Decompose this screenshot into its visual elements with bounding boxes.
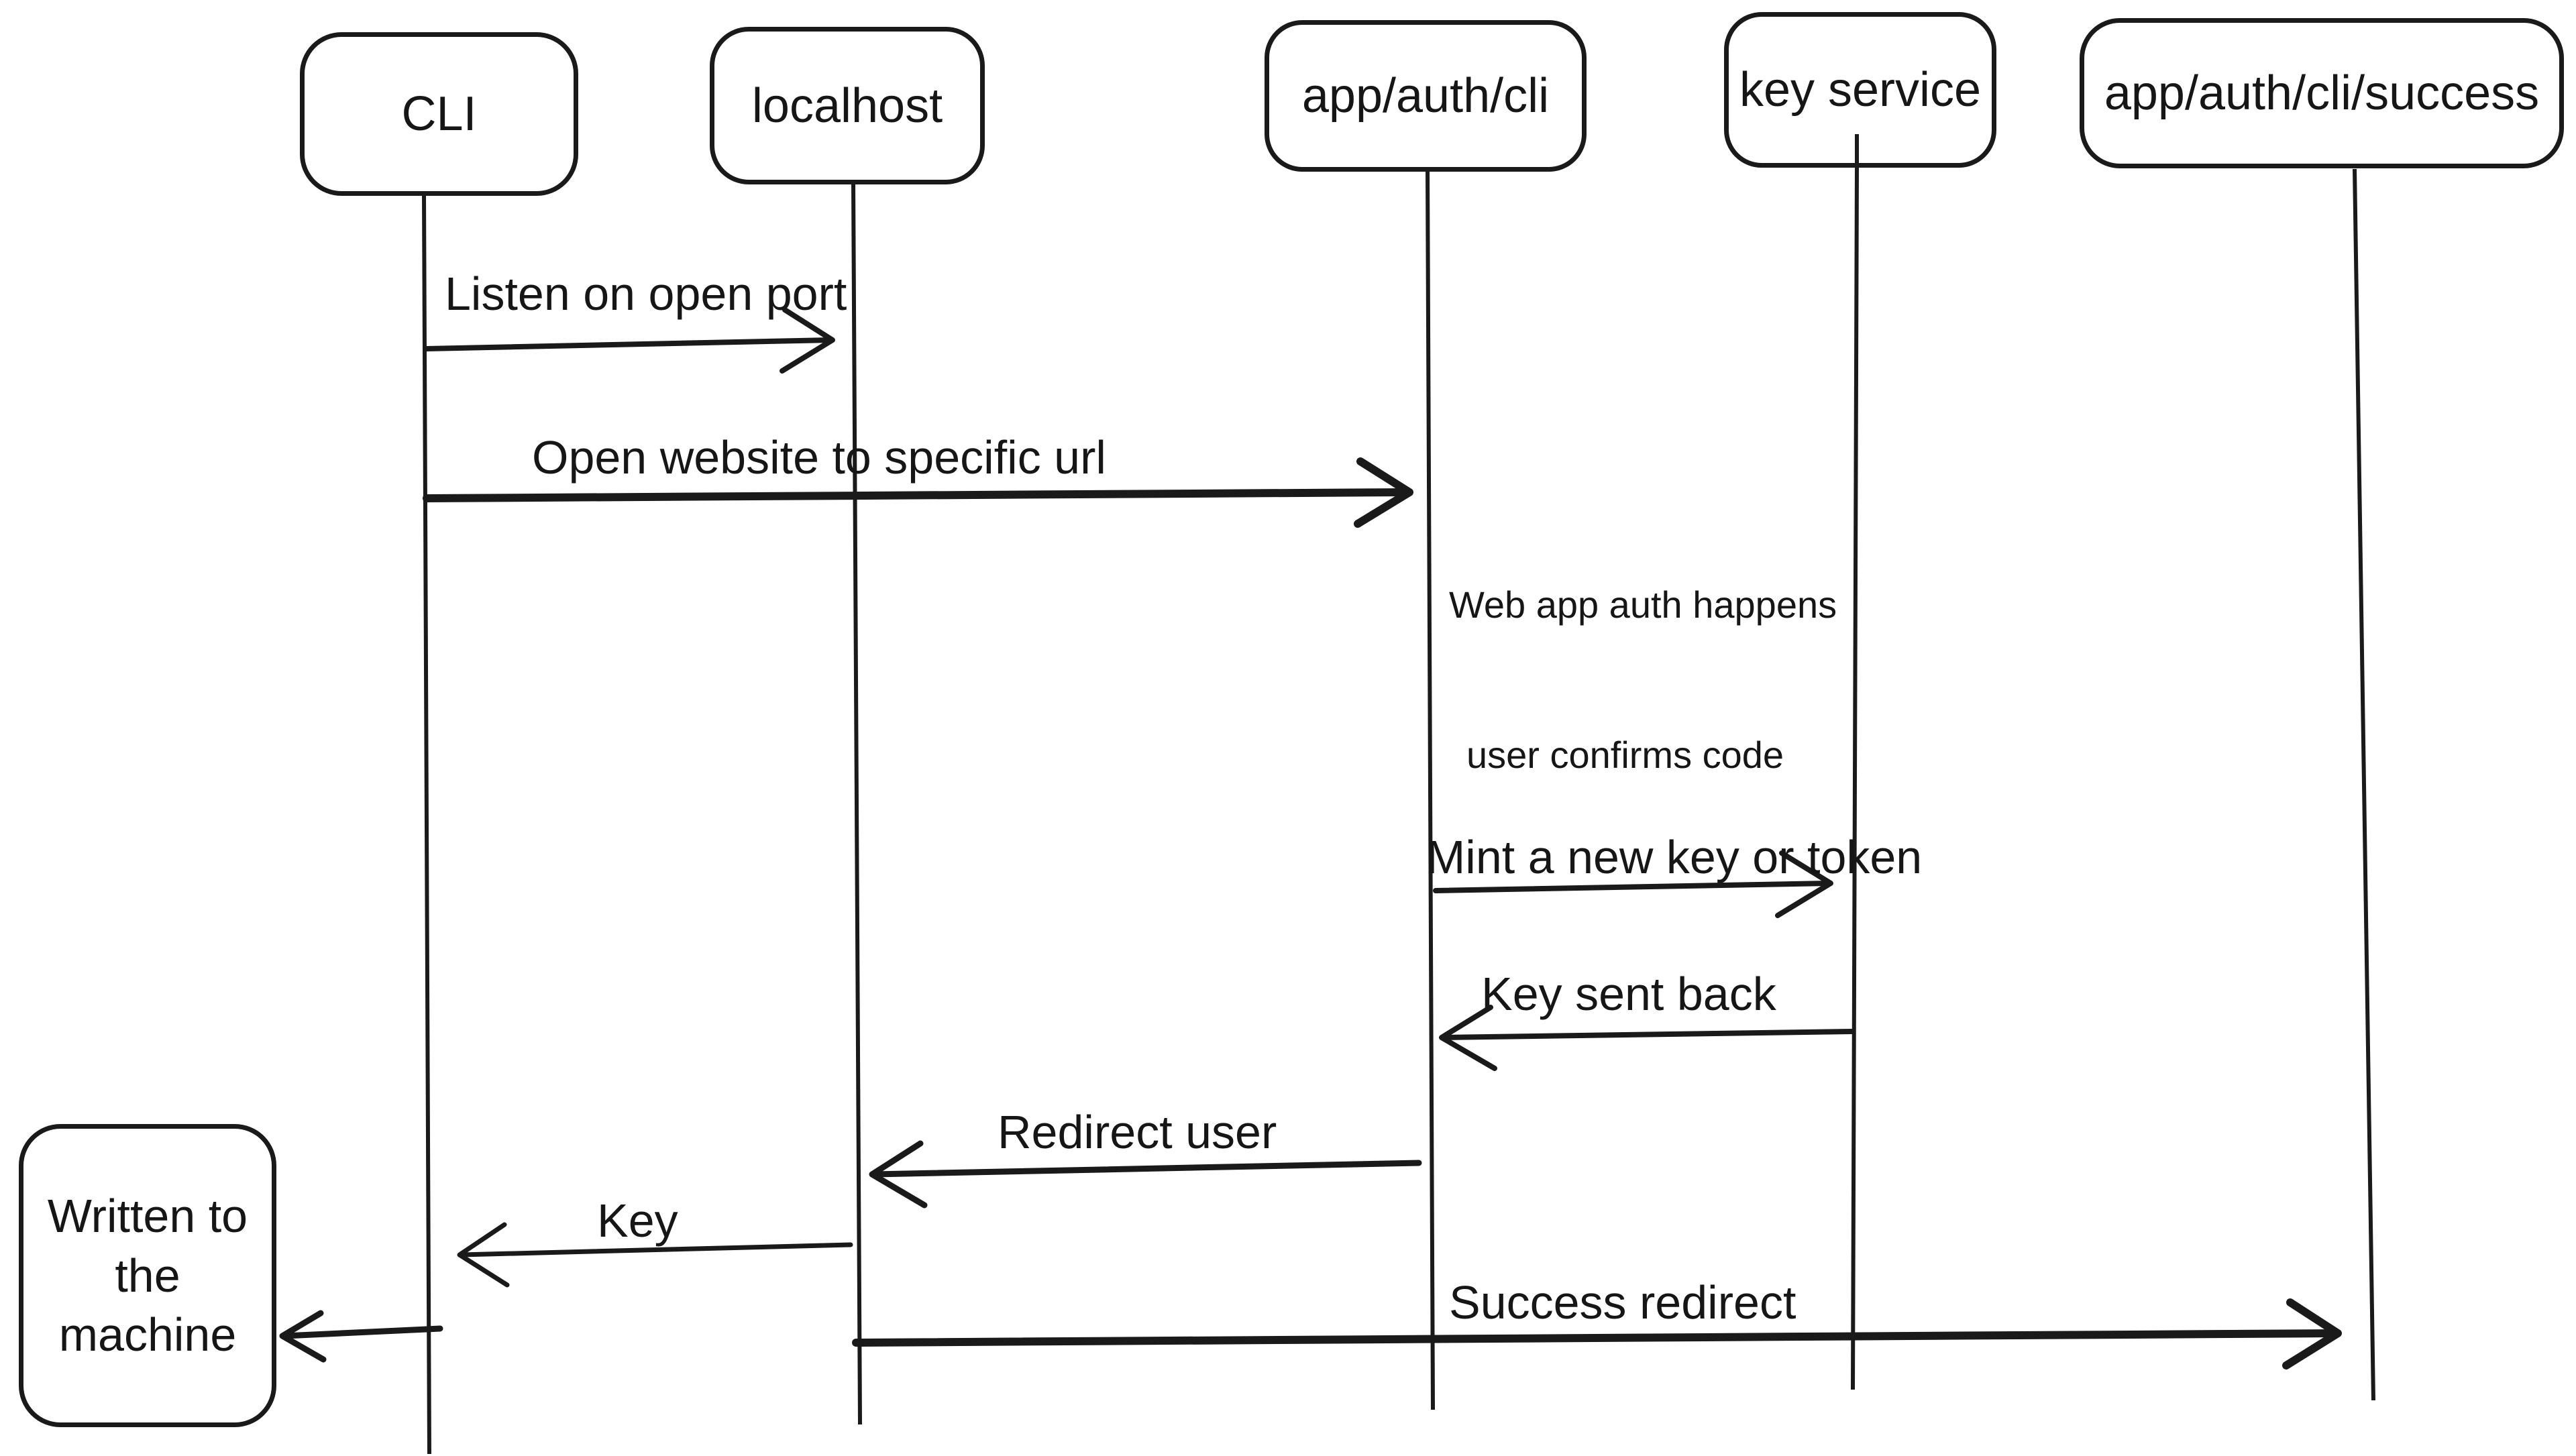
arrow-key-sent-back <box>1439 1005 1854 1071</box>
arrow-mint-a-new-key-or-token <box>1433 850 1833 918</box>
message-label-success-redirect: Success redirect <box>1449 1276 1796 1329</box>
actor-box-app-auth-cli: app/auth/cli <box>1265 20 1587 172</box>
note-user-confirms-code: user confirms code <box>1466 734 1784 776</box>
arrowhead-right-icon <box>1354 457 1413 528</box>
arrow-success-redirect <box>852 1298 2342 1369</box>
lifeline-localhost <box>851 182 862 1425</box>
actor-box-cli: CLI <box>300 32 578 196</box>
arrowhead-left-icon <box>279 1310 327 1363</box>
message-label-mint-a-new-key-or-token: Mint a new key or token <box>1426 831 1923 883</box>
actor-label-app-auth-cli: app/auth/cli <box>1301 69 1550 123</box>
result-box-line: Written to <box>47 1189 248 1242</box>
actor-box-key-service: key service <box>1724 12 1996 168</box>
message-label-open-website-to-specific-url: Open website to specific url <box>532 431 1106 484</box>
lifeline-key-service <box>1851 166 1859 1390</box>
arrowhead-right-icon <box>1775 850 1833 918</box>
result-box-line: machine <box>58 1308 237 1361</box>
actor-label-localhost: localhost <box>751 78 943 133</box>
actor-box-app-auth-cli-success: app/auth/cli/success <box>2080 18 2564 168</box>
lifeline-app-auth-cli <box>1426 170 1435 1410</box>
message-label-redirect-user: Redirect user <box>998 1106 1277 1158</box>
message-label-key: Key <box>597 1194 678 1247</box>
lifeline-stub-key-service <box>1855 134 1859 171</box>
actor-label-app-auth-cli-success: app/auth/cli/success <box>2104 66 2540 120</box>
message-label-listen-on-open-port: Listen on open port <box>445 268 847 320</box>
arrow-written-to-machine <box>279 1310 443 1363</box>
arrowhead-left-icon <box>869 1140 928 1209</box>
note-web-app-auth-happens: Web app auth happens <box>1449 583 1837 626</box>
arrowhead-right-icon <box>780 307 835 374</box>
arrowhead-right-icon <box>2282 1298 2342 1369</box>
result-box-line: the <box>115 1249 180 1302</box>
actor-label-cli: CLI <box>401 87 477 141</box>
arrow-open-website-to-specific-url <box>423 457 1413 528</box>
message-label-key-sent-back: Key sent back <box>1481 968 1776 1020</box>
arrow-listen-on-open-port <box>424 307 835 374</box>
arrow-redirect-user <box>869 1140 1422 1209</box>
actor-label-key-service: key service <box>1739 63 1982 117</box>
lifeline-app-auth-cli-success <box>2353 168 2375 1401</box>
lifeline-cli <box>422 194 431 1455</box>
arrow-key <box>457 1222 853 1288</box>
result-box-written-to-machine: Written to the machine <box>19 1124 276 1427</box>
arrowhead-left-icon <box>457 1222 510 1288</box>
arrowhead-left-icon <box>1439 1005 1497 1071</box>
actor-box-localhost: localhost <box>710 27 985 184</box>
